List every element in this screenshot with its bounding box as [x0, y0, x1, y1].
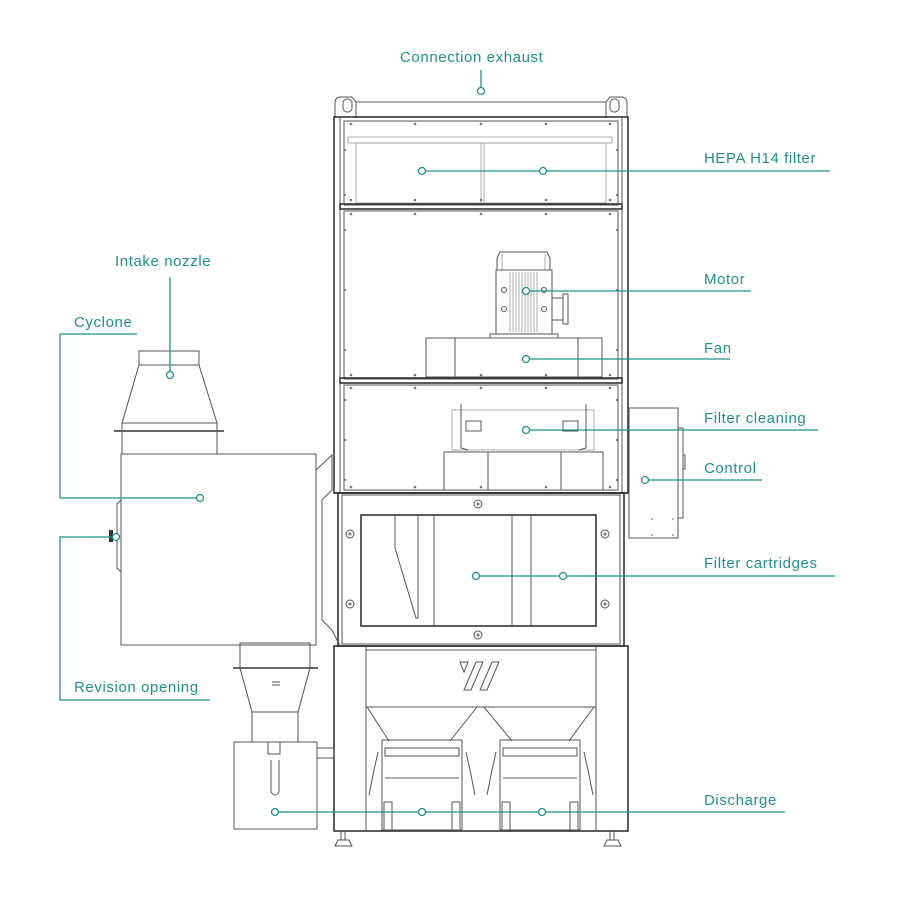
frame-bolt	[343, 228, 347, 232]
frame-bolt	[413, 122, 417, 126]
label-filter-cartridges: Filter cartridges	[704, 555, 818, 572]
frame-bolt	[343, 478, 347, 482]
frame-bolt	[544, 373, 548, 377]
frame-bolt	[413, 386, 417, 390]
callout-dot-control	[640, 475, 650, 485]
filter-cartridges-section	[337, 492, 625, 647]
label-discharge: Discharge	[704, 792, 777, 809]
callout-dot-cyclone	[195, 493, 205, 503]
callout-dot-hepa-1	[417, 166, 427, 176]
frame-bolt	[343, 288, 347, 292]
label-revision-opening: Revision opening	[74, 679, 199, 696]
frame-bolt	[343, 438, 347, 442]
frame-bolt	[615, 193, 619, 197]
frame-bolt	[608, 485, 612, 489]
frame-bolt	[544, 386, 548, 390]
filter-cleaning-section	[343, 384, 619, 491]
motor-drawing	[489, 251, 569, 339]
frame-bolt	[479, 386, 483, 390]
callout-dot-filter-cleaning	[521, 425, 531, 435]
main-cabinet	[333, 96, 629, 847]
frame-bolt	[479, 485, 483, 489]
label-cyclone: Cyclone	[74, 314, 133, 331]
discharge-bin-left	[368, 739, 476, 831]
motor-fan-section	[339, 210, 623, 384]
frame-bolt	[343, 348, 347, 352]
frame-bolt	[343, 193, 347, 197]
hepa-filter-section	[339, 120, 623, 210]
callout-dot-motor	[521, 286, 531, 296]
frame-bolt	[479, 198, 483, 202]
frame-bolt	[349, 373, 353, 377]
frame-bolt	[608, 212, 612, 216]
label-motor: Motor	[704, 271, 746, 288]
callout-lines	[59, 70, 835, 817]
frame-bolt	[615, 348, 619, 352]
frame-bolt	[479, 212, 483, 216]
frame-bolt	[349, 212, 353, 216]
discharge-bin-right	[486, 739, 594, 831]
label-connection-exhaust: Connection exhaust	[400, 49, 544, 66]
label-intake-nozzle: Intake nozzle	[115, 253, 212, 270]
frame-bolt	[413, 198, 417, 202]
callout-dot-cartridges-2	[558, 571, 568, 581]
frame-bolt	[615, 438, 619, 442]
callout-dot-discharge-1	[270, 807, 280, 817]
callout-dot-discharge-3	[537, 807, 547, 817]
frame-bolt	[343, 148, 347, 152]
callout-dot-discharge-2	[417, 807, 427, 817]
frame-bolt	[413, 485, 417, 489]
frame-bolt	[479, 373, 483, 377]
callout-dot-fan	[521, 354, 531, 364]
frame-bolt	[349, 485, 353, 489]
discharge-section	[333, 645, 629, 847]
callout-dot-intake-nozzle	[165, 370, 175, 380]
frame-bolt	[349, 386, 353, 390]
frame-bolt	[608, 198, 612, 202]
frame-bolt	[615, 228, 619, 232]
frame-bolts	[343, 122, 619, 489]
label-fan: Fan	[704, 340, 732, 357]
callout-dot-hepa-2	[538, 166, 548, 176]
frame-bolt	[608, 122, 612, 126]
frame-bolt	[615, 478, 619, 482]
frame-bolt	[615, 398, 619, 402]
label-control: Control	[704, 460, 757, 477]
control-box	[628, 407, 686, 539]
label-hepa-filter: HEPA H14 filter	[704, 150, 817, 167]
frame-bolt	[608, 373, 612, 377]
cyclone-drawing	[109, 350, 341, 830]
frame-bolt	[479, 122, 483, 126]
callout-dot-connection-exhaust	[476, 86, 486, 96]
frame-bolt	[413, 373, 417, 377]
frame-bolt	[349, 122, 353, 126]
frame-bolt	[413, 212, 417, 216]
frame-bolt	[544, 212, 548, 216]
frame-bolt	[608, 386, 612, 390]
callout-dot-cartridges-1	[471, 571, 481, 581]
fan-drawing	[425, 337, 603, 378]
frame-bolt	[615, 148, 619, 152]
callout-dot-revision-opening	[111, 532, 121, 542]
frame-bolt	[349, 198, 353, 202]
frame-bolt	[544, 198, 548, 202]
frame-bolt	[544, 485, 548, 489]
label-filter-cleaning: Filter cleaning	[704, 410, 807, 427]
frame-bolt	[343, 398, 347, 402]
frame-bolt	[544, 122, 548, 126]
